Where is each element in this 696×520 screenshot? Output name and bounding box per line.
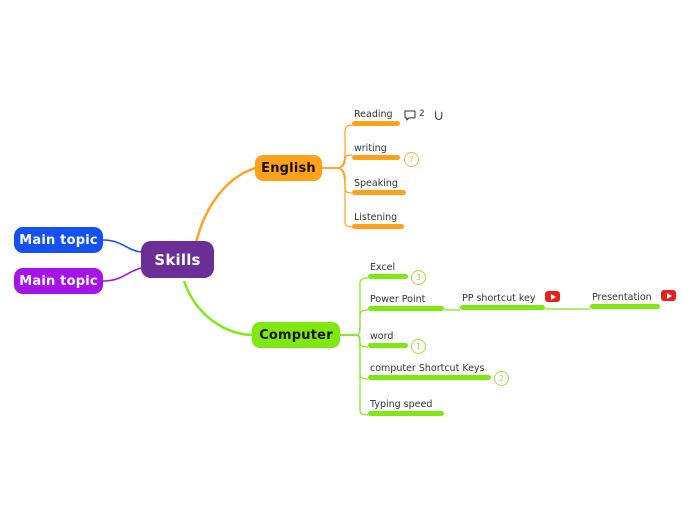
leaf-label: Excel — [370, 262, 396, 273]
leaf-underline — [460, 305, 545, 310]
node-branch-computer[interactable]: Computer — [252, 322, 340, 348]
badge-count-excel[interactable]: 3 — [411, 270, 426, 285]
badge-count-computer-shortcut-keys[interactable]: 2 — [494, 371, 509, 386]
leaf-reading[interactable]: Reading — [352, 108, 400, 126]
node-label: Skills — [154, 250, 201, 269]
badge-count-word[interactable]: 1 — [411, 339, 426, 354]
leaf-label: writing — [354, 143, 387, 154]
badge-value: 2 — [499, 374, 504, 383]
youtube-play-icon[interactable] — [661, 290, 676, 301]
leaf-underline — [352, 155, 400, 160]
node-main-topic-2[interactable]: Main topic — [14, 268, 103, 294]
leaf-label: Typing speed — [370, 399, 433, 410]
leaf-label: Listening — [354, 212, 398, 223]
leaf-underline — [590, 304, 660, 309]
comment-count: 2 — [419, 109, 425, 119]
leaf-underline — [352, 224, 404, 229]
leaf-speaking[interactable]: Speaking — [352, 177, 406, 195]
leaf-underline — [368, 411, 444, 416]
leaf-typing-speed[interactable]: Typing speed — [368, 398, 444, 416]
badge-value: 1 — [416, 342, 421, 351]
link-arrow-icon[interactable] — [433, 110, 445, 122]
badge-value: 7 — [409, 155, 414, 164]
leaf-label: computer Shortcut Keys — [370, 363, 485, 374]
leaf-label: PP shortcut key — [462, 293, 536, 304]
leaf-underline — [368, 306, 444, 311]
leaf-label: Speaking — [354, 178, 398, 189]
node-root-skills[interactable]: Skills — [141, 241, 214, 278]
node-label: Main topic — [19, 273, 98, 289]
node-label: English — [261, 160, 316, 176]
leaf-underline — [368, 274, 408, 279]
leaf-presentation[interactable]: Presentation — [590, 291, 660, 309]
leaf-power-point[interactable]: Power Point — [368, 293, 444, 311]
leaf-listening[interactable]: Listening — [352, 211, 404, 229]
leaf-underline — [352, 190, 406, 195]
youtube-play-icon[interactable] — [545, 291, 560, 302]
node-branch-english[interactable]: English — [255, 155, 322, 181]
leaf-label: Power Point — [370, 294, 426, 305]
leaf-underline — [352, 121, 400, 126]
node-label: Main topic — [19, 232, 98, 248]
badge-value: 3 — [416, 273, 421, 282]
badge-count-writing[interactable]: 7 — [404, 152, 419, 167]
leaf-label: Reading — [354, 109, 393, 120]
leaf-pp-shortcut-key[interactable]: PP shortcut key — [460, 292, 545, 310]
leaf-word[interactable]: word — [368, 330, 408, 348]
note-lines-icon[interactable] — [408, 212, 421, 223]
leaf-label: Presentation — [592, 292, 652, 303]
node-label: Computer — [259, 327, 333, 343]
leaf-computer-shortcut-keys[interactable]: computer Shortcut Keys — [368, 362, 491, 380]
leaf-underline — [368, 375, 491, 380]
leaf-writing[interactable]: writing — [352, 142, 400, 160]
comment-icon[interactable] — [404, 110, 416, 122]
leaf-label: word — [370, 331, 394, 342]
leaf-excel[interactable]: Excel — [368, 261, 408, 279]
leaf-underline — [368, 343, 408, 348]
node-main-topic-1[interactable]: Main topic — [14, 227, 103, 253]
